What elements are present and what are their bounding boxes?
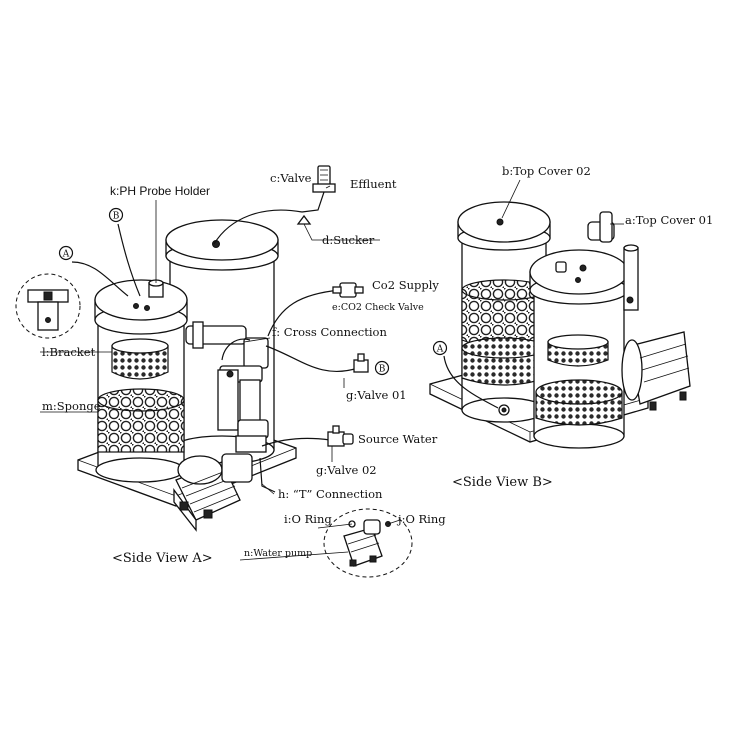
caption-side-view-b: <Side View B> — [452, 475, 553, 490]
t-connection — [235, 435, 276, 493]
label-sponge: m:Sponge — [42, 399, 101, 413]
label-t-connection: h: “T” Connection — [278, 487, 383, 501]
marker-a-left: A — [58, 245, 74, 261]
bracket-mesh — [111, 345, 169, 380]
top-cover-02-fitting-icon — [496, 218, 504, 226]
caption-side-view-a: <Side View A> — [112, 551, 213, 566]
label-water-pump: n:Water pump — [244, 548, 312, 559]
effluent-tube — [213, 209, 303, 245]
cross-feed-tube — [221, 338, 251, 361]
pump-detail-inset — [323, 508, 413, 578]
svg-text:B: B — [379, 365, 386, 375]
marker-b-valve01: B — [374, 360, 390, 376]
marker-b-left: B — [108, 207, 124, 223]
label-valve-02: g:Valve 02 — [316, 463, 377, 477]
sucker-icon — [296, 214, 312, 225]
front-reactor-chamber — [94, 279, 188, 483]
label-valve-c: c:Valve — [270, 171, 312, 185]
label-top-cover-01: a:Top Cover 01 — [625, 213, 713, 227]
label-valve-01: g:Valve 01 — [346, 388, 407, 402]
valve-01 — [353, 353, 369, 373]
label-sucker: d:Sucker — [322, 233, 375, 247]
label-bracket: l:Bracket — [42, 345, 96, 359]
label-co2-supply: Co2 Supply — [372, 278, 439, 292]
label-o-ring-j: j:O Ring — [396, 512, 446, 526]
label-source-water: Source Water — [358, 432, 438, 446]
label-top-cover-02: b:Top Cover 02 — [502, 164, 591, 178]
valve-02 — [327, 425, 354, 447]
co2-check-valve — [332, 282, 364, 298]
tube-b — [117, 223, 141, 297]
co2-line — [267, 289, 341, 337]
label-ph-probe-holder: k:PH Probe Holder — [110, 184, 210, 198]
water-pump-a — [173, 453, 253, 532]
label-effluent: Effluent — [350, 177, 397, 191]
side-view-a — [71, 209, 359, 532]
leader-lines — [40, 179, 624, 561]
label-co2-check-valve: e:CO2 Check Valve — [332, 302, 424, 313]
svg-text:A: A — [436, 345, 444, 355]
cross-connection — [185, 321, 269, 441]
tube-a — [71, 261, 129, 297]
bracket-detail-inset — [15, 273, 81, 339]
svg-text:A: A — [62, 250, 70, 260]
label-cross-connection: f: Cross Connection — [272, 325, 387, 339]
svg-text:B: B — [113, 212, 120, 222]
marker-a-view-b: A — [432, 340, 448, 356]
source-water-line — [261, 437, 331, 447]
side-view-b — [429, 201, 691, 449]
valve-01-line — [265, 345, 359, 373]
label-o-ring-i: i:O Ring — [284, 512, 332, 526]
tube-a-b — [443, 355, 499, 409]
